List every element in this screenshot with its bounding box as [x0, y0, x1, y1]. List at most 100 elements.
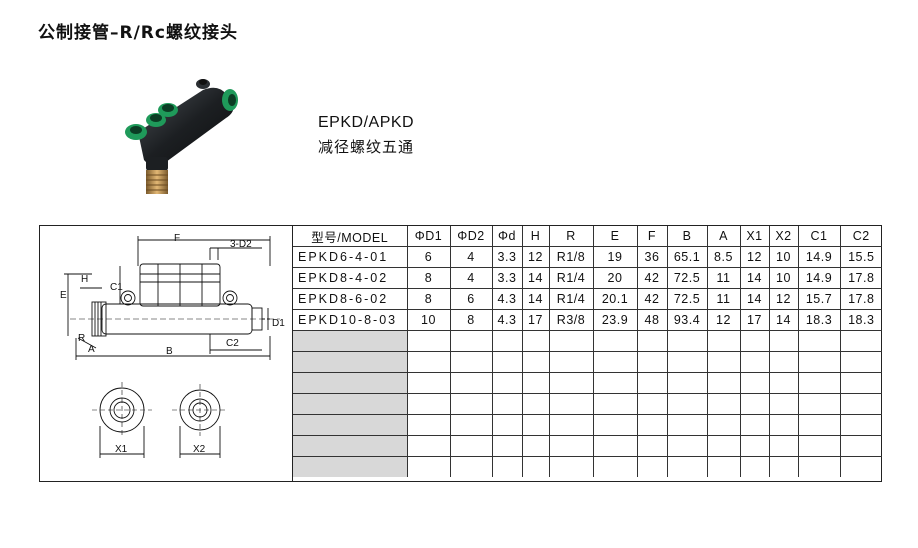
empty-cell: [548, 351, 594, 373]
empty-cell: [449, 435, 493, 457]
empty-cell: [839, 393, 882, 415]
empty-cell: [739, 330, 770, 352]
table-cell: 17.8: [839, 267, 882, 289]
table-cell: 11: [706, 267, 741, 289]
empty-cell: [521, 330, 550, 352]
empty-cell: [666, 393, 708, 415]
table-cell: 8.5: [706, 246, 741, 268]
empty-cell: [406, 372, 451, 394]
model-cell: EPKD10-8-03: [293, 309, 408, 331]
empty-cell: [768, 414, 799, 436]
spec-frame: F 3-D2: [39, 225, 882, 482]
table-cell: R1/8: [548, 246, 594, 268]
empty-cell: [666, 330, 708, 352]
model-code: EPKD/APKD: [318, 114, 415, 131]
table-cell: 48: [636, 309, 668, 331]
empty-cell: [406, 351, 451, 373]
empty-cell: [666, 372, 708, 394]
table-cell: 12: [706, 309, 741, 331]
label-d1: D1: [272, 318, 285, 329]
table-cell: 10: [768, 246, 799, 268]
empty-cell: [706, 414, 741, 436]
empty-cell: [768, 351, 799, 373]
table-cell: 11: [706, 288, 741, 310]
table-cell: 42: [636, 288, 668, 310]
table-cell: 18.3: [839, 309, 882, 331]
empty-cell: [406, 330, 451, 352]
empty-cell: [293, 393, 408, 415]
empty-cell: [521, 435, 550, 457]
table-cell: 12: [768, 288, 799, 310]
empty-cell: [797, 414, 841, 436]
empty-cell: [797, 351, 841, 373]
column-header: C1: [797, 226, 841, 247]
empty-cell: [706, 330, 741, 352]
table-cell: 14: [739, 288, 770, 310]
column-header: X2: [768, 226, 799, 247]
table-cell: 14: [521, 267, 550, 289]
empty-table-row: [293, 435, 882, 457]
empty-cell: [521, 414, 550, 436]
table-cell: 14.9: [797, 267, 841, 289]
column-header: E: [592, 226, 638, 247]
column-header: ΦD1: [406, 226, 451, 247]
empty-cell: [739, 435, 770, 457]
empty-cell: [449, 393, 493, 415]
empty-cell: [706, 351, 741, 373]
empty-cell: [293, 456, 408, 477]
page-title: 公制接管–R/Rc螺纹接头: [38, 23, 238, 43]
empty-cell: [592, 330, 638, 352]
empty-cell: [666, 414, 708, 436]
empty-cell: [636, 456, 668, 477]
table-cell: 3.3: [491, 267, 523, 289]
table-cell: 14.9: [797, 246, 841, 268]
table-cell: 8: [406, 267, 451, 289]
table-cell: 10: [768, 267, 799, 289]
empty-cell: [739, 372, 770, 394]
label-d2: 3-D2: [230, 239, 252, 250]
table-cell: 14: [521, 288, 550, 310]
technical-drawing: F 3-D2: [40, 226, 293, 481]
table-cell: R1/4: [548, 288, 594, 310]
table-cell: 23.9: [592, 309, 638, 331]
empty-cell: [293, 351, 408, 373]
table-cell: 36: [636, 246, 668, 268]
empty-cell: [839, 330, 882, 352]
empty-cell: [406, 414, 451, 436]
table-cell: 72.5: [666, 288, 708, 310]
empty-cell: [636, 393, 668, 415]
label-a: A: [88, 344, 95, 355]
empty-cell: [739, 393, 770, 415]
table-cell: 8: [449, 309, 493, 331]
empty-cell: [636, 435, 668, 457]
table-cell: 12: [739, 246, 770, 268]
empty-cell: [491, 414, 523, 436]
empty-cell: [548, 414, 594, 436]
empty-cell: [666, 351, 708, 373]
empty-cell: [839, 351, 882, 373]
table-cell: 15.7: [797, 288, 841, 310]
empty-cell: [739, 414, 770, 436]
empty-cell: [406, 456, 451, 477]
empty-cell: [768, 435, 799, 457]
label-h: H: [81, 274, 88, 285]
label-e: E: [60, 290, 67, 301]
table-cell: 4: [449, 267, 493, 289]
column-header: Φd: [491, 226, 523, 247]
empty-cell: [406, 435, 451, 457]
empty-cell: [739, 456, 770, 477]
empty-cell: [491, 330, 523, 352]
empty-table-row: [293, 414, 882, 436]
empty-cell: [768, 372, 799, 394]
empty-cell: [666, 456, 708, 477]
empty-table-row: [293, 393, 882, 415]
empty-cell: [449, 456, 493, 477]
model-cell: EPKD6-4-01: [293, 246, 408, 268]
empty-cell: [636, 351, 668, 373]
empty-table-row: [293, 351, 882, 373]
empty-cell: [797, 435, 841, 457]
table-cell: R3/8: [548, 309, 594, 331]
table-cell: 4: [449, 246, 493, 268]
